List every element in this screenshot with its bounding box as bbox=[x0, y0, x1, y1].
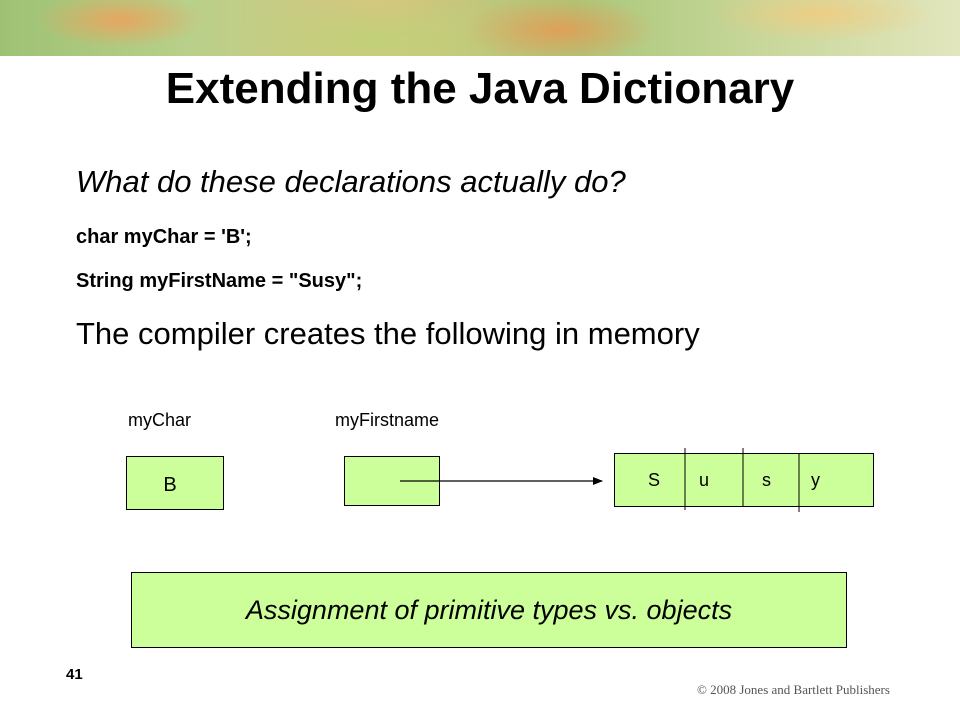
caption-box: Assignment of primitive types vs. object… bbox=[131, 572, 847, 648]
code-line-char: char myChar = 'B'; bbox=[76, 226, 252, 248]
question-text: What do these declarations actually do? bbox=[76, 164, 626, 199]
string-char-u: u bbox=[699, 470, 710, 490]
slide-number: 41 bbox=[66, 666, 83, 683]
header-banner bbox=[0, 0, 960, 56]
myfirstname-label: myFirstname bbox=[335, 410, 440, 430]
mychar-label: myChar bbox=[128, 410, 192, 430]
string-char-s: S bbox=[648, 470, 661, 490]
copyright-notice: © 2008 Jones and Bartlett Publishers bbox=[697, 682, 890, 697]
string-char-s2: s bbox=[762, 470, 771, 490]
char-value: B bbox=[163, 473, 177, 496]
char-memory-box: B bbox=[126, 456, 224, 510]
statement-text: The compiler creates the following in me… bbox=[76, 316, 700, 351]
slide-title: Extending the Java Dictionary bbox=[165, 64, 795, 113]
code-line-string: String myFirstName = "Susy"; bbox=[76, 270, 363, 292]
caption-text: Assignment of primitive types vs. object… bbox=[245, 594, 733, 625]
string-memory-box bbox=[614, 453, 874, 507]
string-char-y: y bbox=[811, 470, 820, 490]
